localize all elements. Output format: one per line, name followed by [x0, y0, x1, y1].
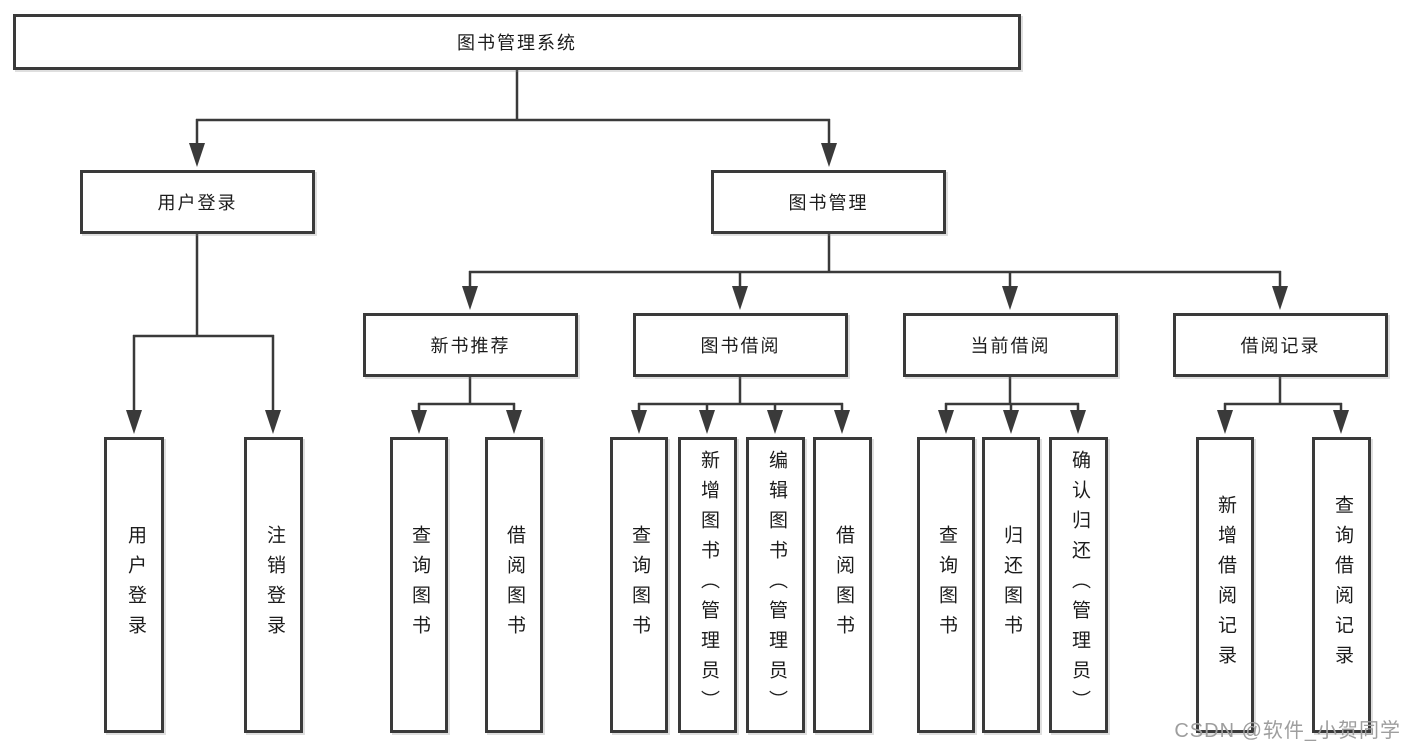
leaf-borrow-books: 借阅图书	[813, 437, 872, 733]
node-book-management: 图书管理	[711, 170, 946, 234]
node-user-login: 用户登录	[80, 170, 315, 234]
node-book-borrowing: 图书借阅	[633, 313, 848, 377]
node-current-borrowing: 当前借阅	[903, 313, 1118, 377]
leaf-confirm-return-admin: 确认归还（管理员）	[1049, 437, 1108, 733]
leaf-edit-books-admin: 编辑图书（管理员）	[746, 437, 805, 733]
leaf-search-books-current: 查询图书	[917, 437, 975, 733]
leaf-search-books-borrowing: 查询图书	[610, 437, 668, 733]
leaf-add-borrow-record: 新增借阅记录	[1196, 437, 1254, 733]
leaf-search-books-recommend: 查询图书	[390, 437, 448, 733]
leaf-add-books-admin: 新增图书（管理员）	[678, 437, 737, 733]
leaf-borrow-books-recommend: 借阅图书	[485, 437, 543, 733]
leaf-return-books: 归还图书	[982, 437, 1040, 733]
leaf-search-borrow-record: 查询借阅记录	[1312, 437, 1371, 733]
leaf-logout: 注销登录	[244, 437, 303, 733]
node-new-book-recommend: 新书推荐	[363, 313, 578, 377]
leaf-user-login: 用户登录	[104, 437, 164, 733]
node-library-management-system: 图书管理系统	[13, 14, 1021, 70]
node-borrowing-records: 借阅记录	[1173, 313, 1388, 377]
csdn-watermark: CSDN @软件_小贺同学	[1174, 720, 1401, 742]
